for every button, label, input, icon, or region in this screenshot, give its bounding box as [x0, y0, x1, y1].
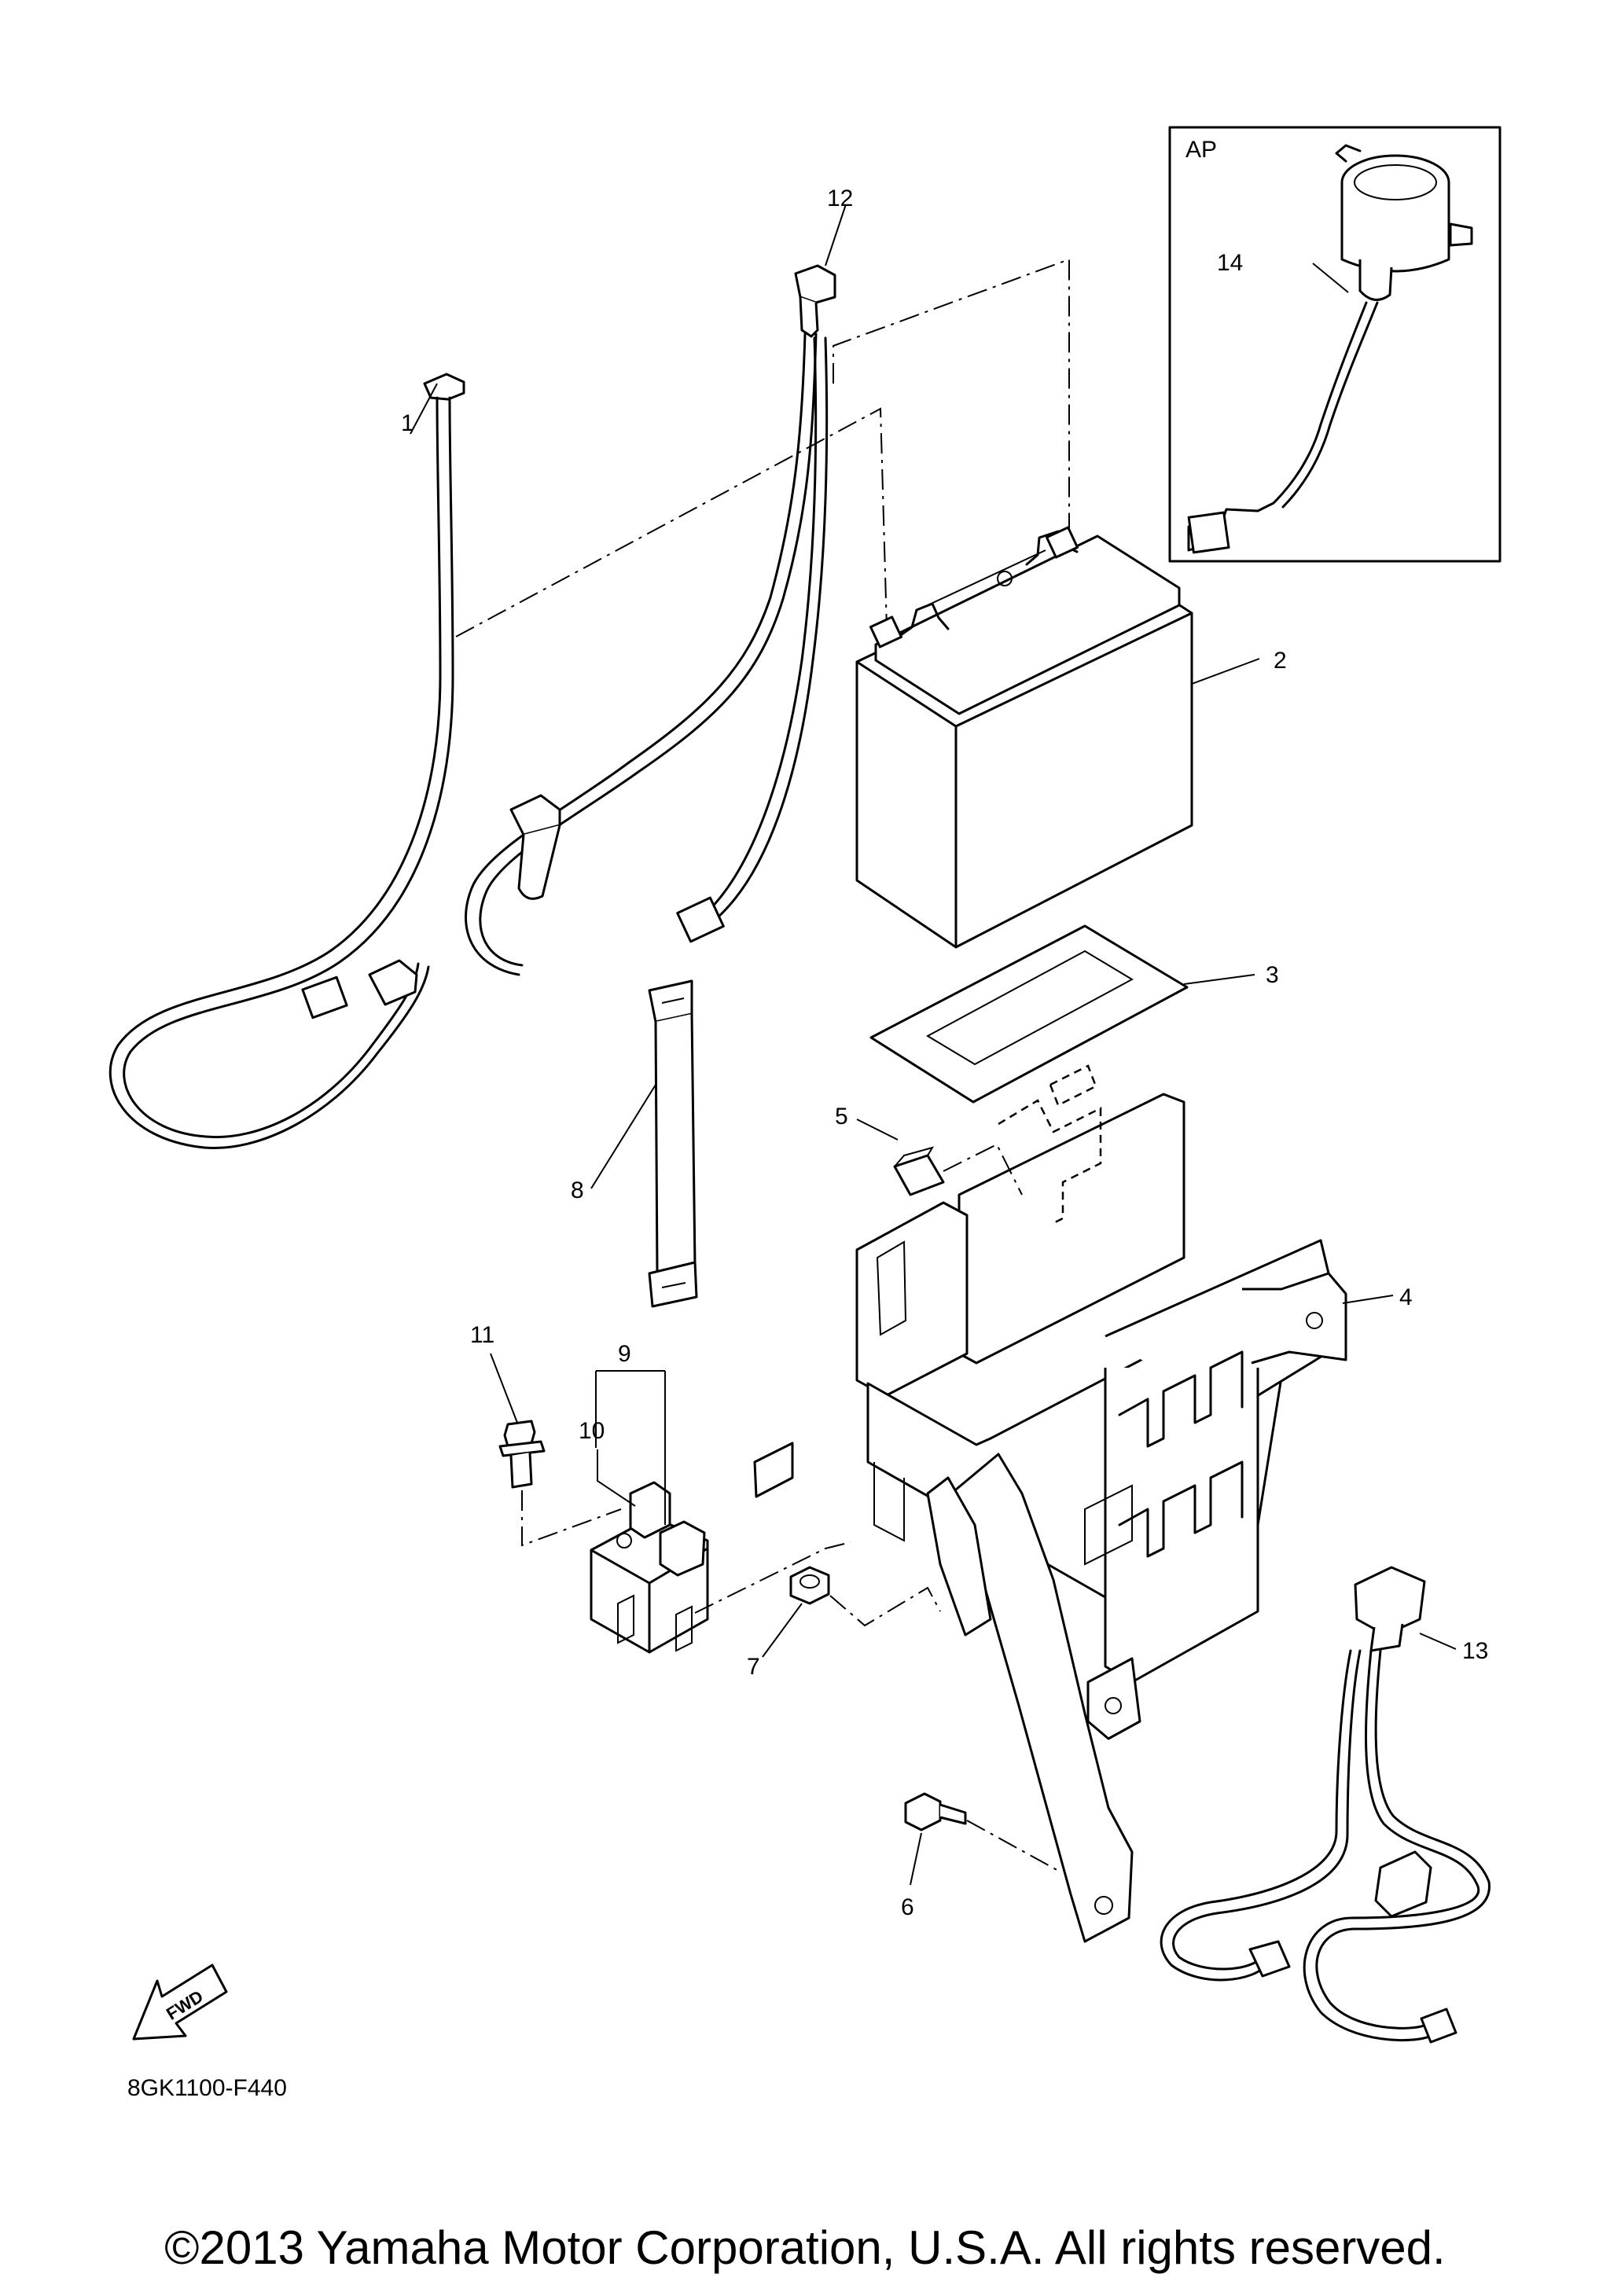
wire-harness-1 [108, 373, 465, 1150]
callout-13: 13 [1462, 1638, 1488, 1664]
callout-10: 10 [579, 1418, 605, 1444]
callout-12: 12 [827, 186, 853, 211]
drawing-code: 8GK1100-F440 [127, 2075, 287, 2101]
battery-box-4 [753, 1064, 1347, 1943]
dash-bolt11-to-relay [521, 1490, 622, 1547]
fwd-arrow-icon: FWD [132, 1964, 228, 2041]
callout-9: 9 [618, 1341, 631, 1367]
leader-4 [1342, 1295, 1394, 1304]
callout-14: 14 [1217, 250, 1243, 276]
callout-5: 5 [835, 1104, 848, 1130]
callout-3: 3 [1266, 962, 1279, 988]
bolt-6 [904, 1792, 967, 1831]
leader-12 [825, 204, 847, 266]
leader-5 [856, 1119, 899, 1141]
leader-11 [490, 1353, 518, 1424]
dash-clip-to-box [943, 1143, 1023, 1196]
leader-1 [410, 383, 438, 435]
leader-7 [762, 1603, 803, 1658]
copyright-text: ©2013 Yamaha Motor Corporation, U.S.A. A… [164, 2221, 1445, 2274]
callout-6: 6 [901, 1894, 914, 1920]
dash-bolt6-to-leg [966, 1820, 1062, 1873]
leader-3 [1183, 974, 1255, 985]
dash-nut-to-box [829, 1586, 941, 1627]
leader-14 [1312, 263, 1349, 293]
callout-4: 4 [1399, 1284, 1413, 1310]
starter-relay-9 [590, 1481, 709, 1654]
power-outlet-14 [1187, 144, 1473, 554]
leader-2 [1191, 658, 1260, 685]
dash-relay-to-box [694, 1541, 851, 1614]
callout-8: 8 [571, 1177, 584, 1203]
leader-8 [590, 1084, 656, 1189]
callout-7: 7 [747, 1654, 760, 1680]
leader-10 [597, 1449, 636, 1507]
callout-11: 11 [470, 1322, 494, 1348]
battery-cable-12 [465, 264, 836, 976]
leader-13 [1419, 1633, 1457, 1650]
accessory-inset: AP 14 [1168, 126, 1502, 563]
dash-harness1-to-terminal [455, 407, 888, 637]
sub-harness-13 [1160, 1566, 1491, 2044]
bolt-11 [498, 1420, 546, 1489]
nut-7 [789, 1566, 830, 1605]
inset-label: AP [1185, 137, 1217, 163]
battery-mat-3 [869, 924, 1189, 1104]
battery-2 [855, 526, 1193, 949]
clip-5 [893, 1146, 945, 1196]
inset-frame [1168, 126, 1502, 563]
leader-6 [910, 1832, 922, 1886]
dash-cable12-to-terminal [833, 258, 1070, 535]
callout-1: 1 [401, 410, 414, 436]
callout-2: 2 [1274, 648, 1287, 674]
leader-9 [595, 1370, 666, 1525]
battery-band-8 [648, 979, 698, 1308]
